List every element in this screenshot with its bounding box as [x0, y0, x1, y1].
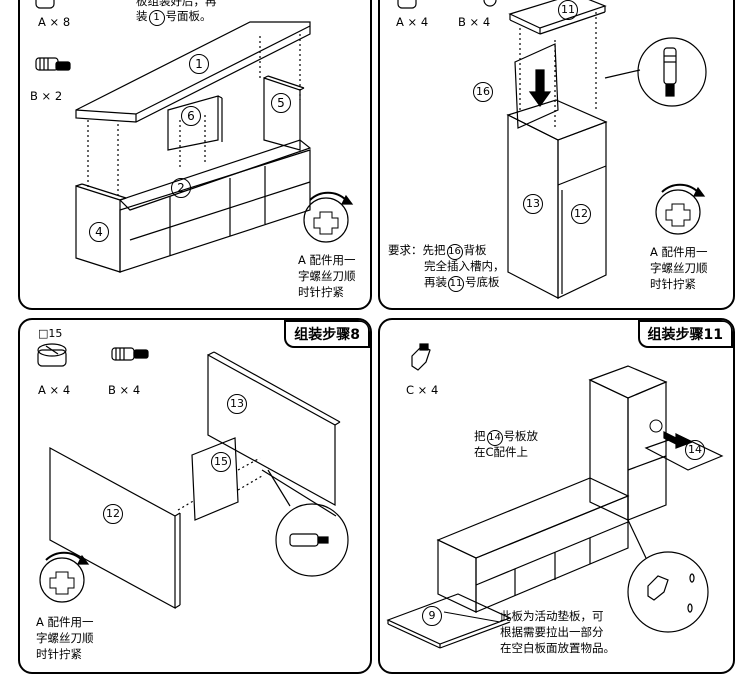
part-label-5: 5: [271, 93, 291, 113]
step-8-label: 组装步骤8: [286, 322, 368, 346]
pad-note-2: 根据需要拉出一部分: [500, 625, 604, 639]
dowel-bolt-icon-b-top-right: [483, 0, 497, 7]
screw-note-top-right-3: 时针拧紧: [650, 277, 696, 291]
dowel-detail-icon-step-8: [261, 469, 349, 577]
step-11-label: 组装步骤11: [639, 322, 731, 346]
hardware-c-count: C × 4: [406, 383, 439, 397]
tv-cabinet-body: [436, 477, 630, 613]
part-label-13: 13: [523, 194, 543, 214]
screw-note-top-right-1: A 配件用一: [650, 245, 708, 259]
part-label-15: 15: [211, 452, 231, 472]
hardware-b-count-step-8: B × 4: [108, 383, 141, 397]
pad-note-3: 在空白板面放置物品。: [500, 641, 615, 655]
board-5: [263, 77, 301, 151]
part-label-4: 4: [89, 222, 109, 242]
screw-note-top-left-2: 字螺丝刀顺: [298, 269, 356, 283]
part-label-11: 11: [558, 0, 578, 20]
screwdriver-icon-step-8: [39, 551, 90, 603]
hardware-a-count-step-8: A × 4: [38, 383, 71, 397]
part-label-16: 16: [473, 82, 493, 102]
board-1: [75, 21, 311, 123]
hardware-b-count-top-left: B × 2: [30, 89, 63, 103]
cam-lock-icon-a-top-left: [35, 0, 55, 9]
screw-note-step-8-3: 时针拧紧: [36, 647, 82, 661]
step-11-badge: 组装步骤11: [637, 320, 733, 348]
place-instruction-line-2: 在C配件上: [474, 445, 529, 459]
part-label-2: 2: [171, 178, 191, 198]
hardware-b-count-top-right: B × 4: [458, 15, 491, 29]
requirement-line-2: 完全插入槽内，: [424, 259, 505, 273]
dowel-bolt-icon-b-step-8: [111, 347, 149, 361]
hardware-a-count-top-left: A × 8: [38, 15, 71, 29]
board-6: [167, 95, 219, 151]
part-label-12: 12: [571, 204, 591, 224]
dowel-bolt-icon-b-top-left: [35, 57, 71, 71]
board-16: [514, 43, 559, 129]
pad-note-1: 此板为活动垫板，可: [500, 609, 604, 623]
part-label-13-step-8: 13: [227, 394, 247, 414]
screw-note-top-right-2: 字螺丝刀顺: [650, 261, 708, 275]
part-label-6: 6: [181, 106, 201, 126]
panel-step-8: 组装步骤8: [18, 318, 372, 674]
cam-lock-icon-a-step-8: [37, 343, 67, 367]
board-12-step-8: [49, 446, 176, 610]
part-label-9: 9: [422, 606, 442, 626]
screw-note-top-left-1: A 配件用一: [298, 253, 356, 267]
board-9: [386, 593, 512, 645]
screwdriver-icon-top-right: [655, 183, 706, 235]
shelf-support-icon-c: [411, 343, 431, 371]
step-8-badge: 组装步骤8: [284, 320, 370, 348]
insert-arrow-icon: [663, 431, 694, 449]
board-13-step-8: [207, 353, 336, 507]
board-11: [508, 0, 607, 29]
part-code: □15: [38, 327, 63, 340]
board-4: [75, 185, 121, 273]
screwdriver-icon-top-left: [303, 191, 354, 243]
board-13: [506, 99, 608, 299]
cam-lock-icon-a-top-right: [397, 0, 417, 9]
screw-note-step-8-2: 字螺丝刀顺: [36, 631, 94, 645]
dowel-detail-icon: [604, 37, 707, 107]
part-label-12-step-8: 12: [103, 504, 123, 524]
board-2: [118, 139, 312, 273]
top-note-line-1: 板组装好后，再: [136, 0, 217, 8]
hardware-a-count-top-right: A × 4: [396, 15, 429, 29]
down-arrow-icon: [528, 69, 552, 108]
screw-note-step-8-1: A 配件用一: [36, 615, 94, 629]
board-15: [191, 437, 239, 521]
part-label-14: 14: [685, 440, 705, 460]
shelf-support-detail-icon: [627, 519, 709, 633]
part-label-1: 1: [189, 54, 209, 74]
screw-note-top-left-3: 时针拧紧: [298, 285, 344, 299]
